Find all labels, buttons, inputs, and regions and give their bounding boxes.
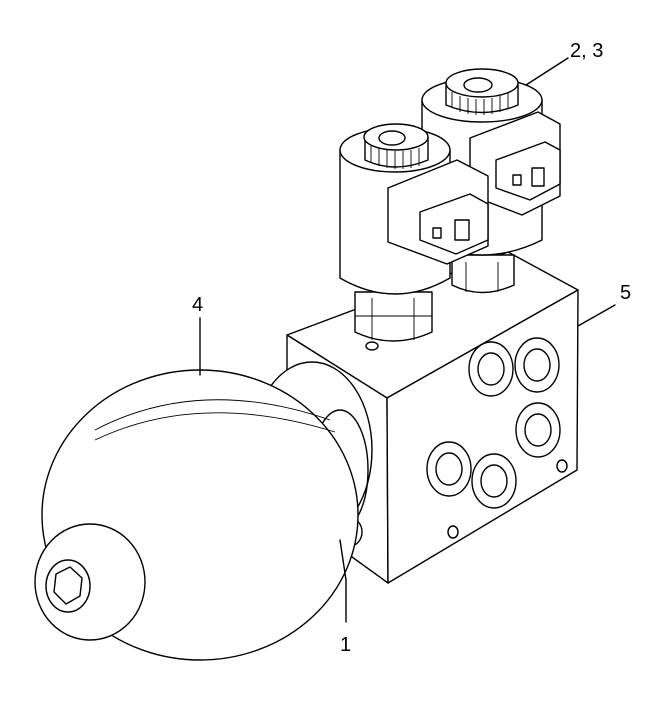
leader-line-2-3 (525, 57, 569, 86)
mounting-hole (365, 341, 379, 351)
leader-lines (199, 57, 616, 623)
callout-1: 1 (340, 634, 351, 656)
callout-2-3: 2, 3 (570, 40, 603, 62)
callout-4: 4 (192, 294, 203, 316)
callout-5: 5 (620, 282, 631, 304)
port-group (426, 337, 568, 539)
valve-block-front-face (386, 289, 579, 584)
leader-line-5 (577, 304, 616, 327)
solenoid-valve-front (339, 123, 489, 342)
accumulator (34, 361, 373, 661)
leader-line-1 (339, 539, 347, 623)
